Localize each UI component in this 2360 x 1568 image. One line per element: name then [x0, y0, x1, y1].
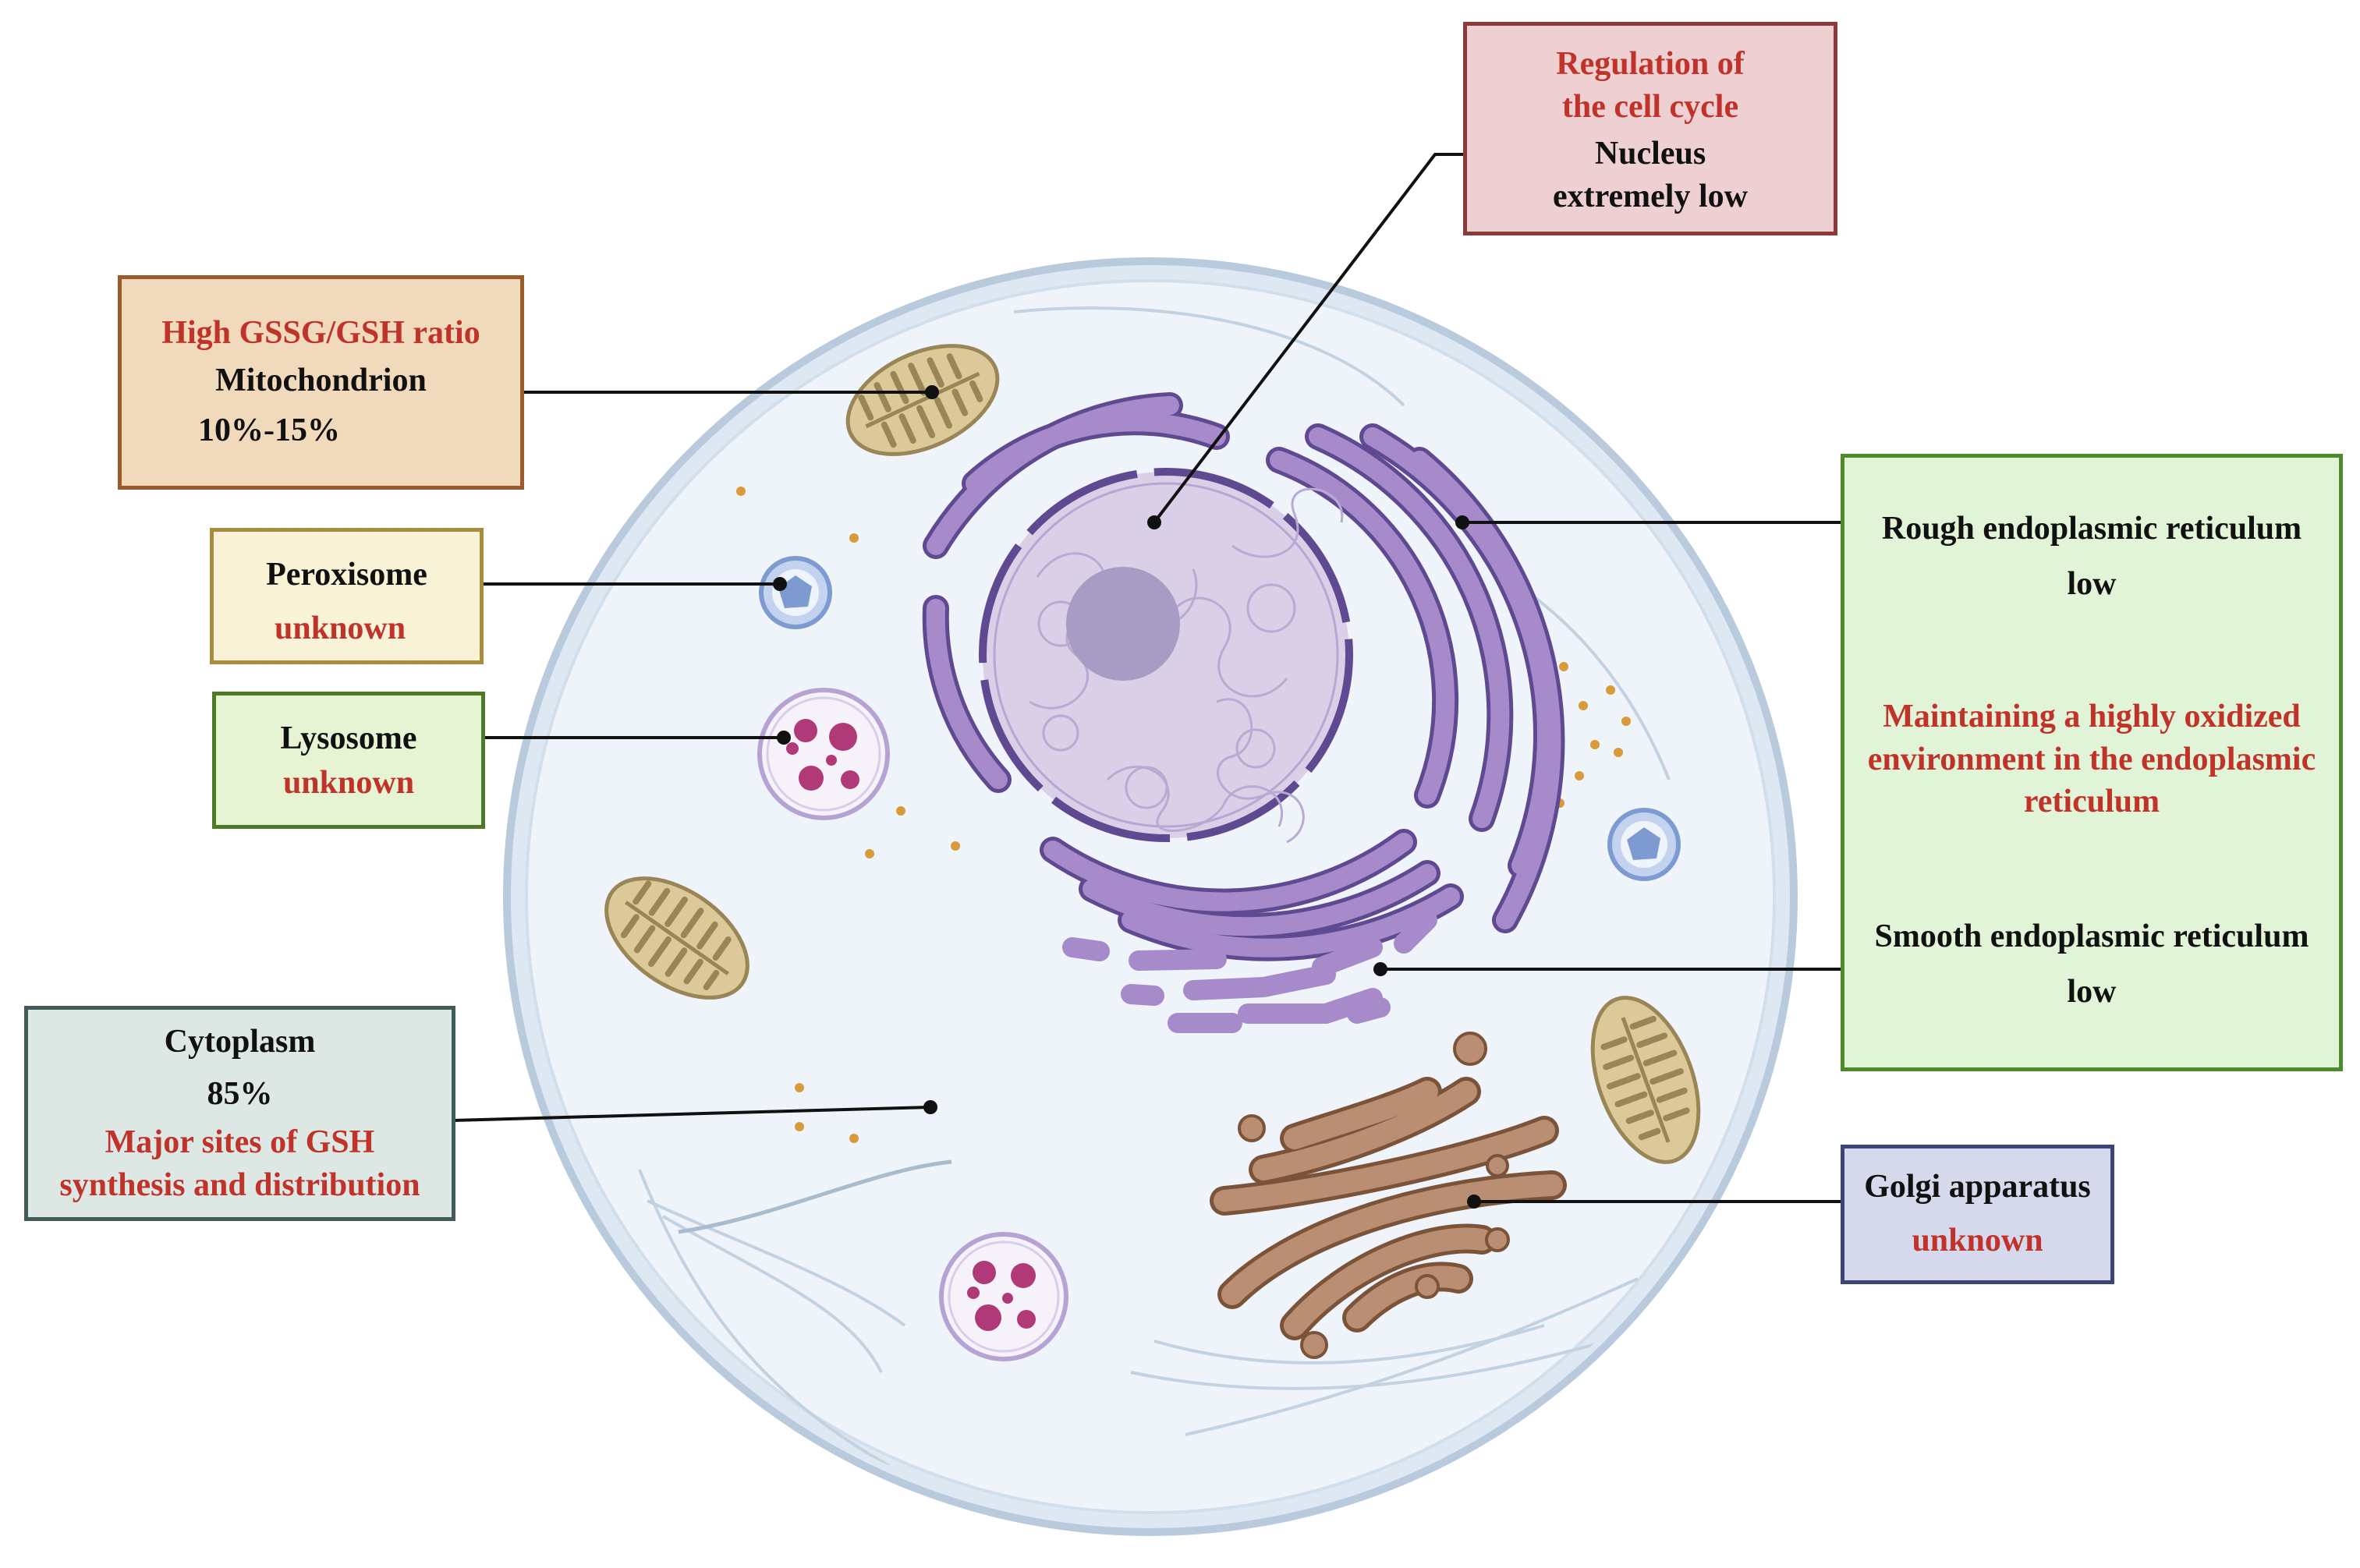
- er-function: Maintaining a highly oxidized: [1883, 699, 2301, 735]
- cytoplasm-function: Major sites of GSH: [105, 1124, 375, 1161]
- lysosome-icon: [757, 688, 1068, 1361]
- cytoplasm-function-cont: synthesis and distribution: [59, 1166, 420, 1203]
- er-function-cont: environment in the endoplasmic: [1867, 741, 2316, 777]
- cytoplasm-label-box: Cytoplasm 85% Major sites of GSH synthes…: [24, 1006, 455, 1221]
- mitochondrion-label-box: High GSSG/GSH ratio Mitochondrion 10%-15…: [118, 275, 524, 490]
- golgi-apparatus-icon: [1210, 1032, 1567, 1359]
- smooth-er-level: low: [2067, 973, 2117, 1010]
- nucleus-level: extremely low: [1553, 178, 1748, 214]
- mitochondrion-name: Mitochondrion: [215, 362, 427, 398]
- lysosome-label-box: Lysosome unknown: [212, 692, 485, 829]
- lysosome-name: Lysosome: [280, 720, 417, 756]
- nucleus-name: Nucleus: [1594, 136, 1706, 172]
- peroxisome-level: unknown: [275, 610, 406, 646]
- nucleus-function: Regulation of: [1556, 46, 1745, 82]
- nucleus-label-box: Regulation of the cell cycle Nucleus ext…: [1463, 22, 1837, 235]
- nucleus-icon: [979, 468, 1353, 844]
- peroxisome-label-box: Peroxisome unknown: [210, 528, 484, 664]
- nucleus-function-cont: the cell cycle: [1561, 88, 1739, 125]
- rough-er-level: low: [2067, 565, 2117, 602]
- cytoplasm-level: 85%: [207, 1075, 273, 1112]
- rough-er-name: Rough endoplasmic reticulum: [1881, 511, 2302, 547]
- er-function-cont-2: reticulum: [2023, 784, 2160, 820]
- golgi-label-box: Golgi apparatus unknown: [1841, 1145, 2114, 1284]
- cytoskeleton-filaments: [638, 306, 1671, 1467]
- cytoplasm-name: Cytoplasm: [164, 1024, 316, 1060]
- lysosome-level: unknown: [282, 764, 415, 801]
- peroxisome-name: Peroxisome: [266, 557, 427, 593]
- er-label-box: Rough endoplasmic reticulum low Maintain…: [1841, 454, 2343, 1071]
- mitochondrion-icon: [604, 344, 1701, 1164]
- peroxisome-icon: [759, 556, 1681, 881]
- rough-er-icon: [922, 392, 1565, 961]
- golgi-level: unknown: [1912, 1222, 2043, 1258]
- mitochondrion-level: 10%-15%: [198, 412, 340, 449]
- leader-lines: [452, 153, 1842, 1209]
- mitochondrion-function: High GSSG/GSH ratio: [161, 315, 480, 351]
- smooth-er-name: Smooth endoplasmic reticulum: [1874, 918, 2309, 954]
- golgi-name: Golgi apparatus: [1864, 1169, 2091, 1205]
- smooth-er-icon: [1062, 910, 1437, 1033]
